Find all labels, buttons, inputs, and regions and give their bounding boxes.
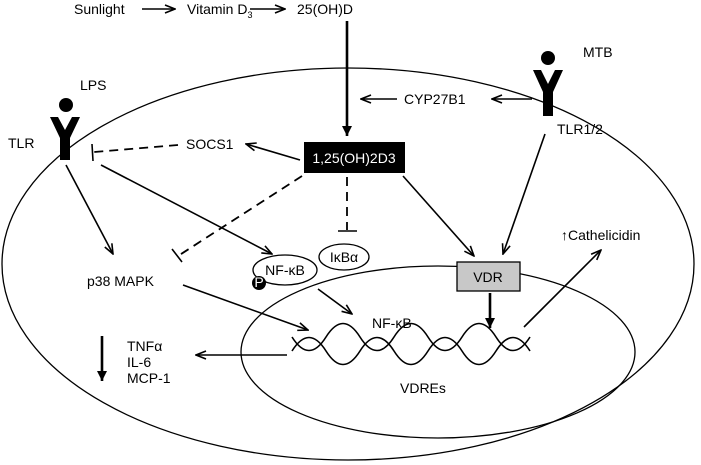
vdr-box [456, 261, 521, 292]
sunlight-label: Sunlight [74, 1, 125, 17]
nucleus [240, 265, 636, 439]
nfkb-complex-oval [252, 254, 318, 286]
tlr12-to-vdr-arrow [503, 133, 546, 254]
ikba-oval [318, 243, 370, 271]
socs1-label: SOCS1 [186, 136, 234, 152]
calcitriol-to-vdr-arrow [402, 175, 474, 256]
p38-inhibition-bar [171, 248, 183, 263]
vitamin-d3-label: Vitamin D3 [187, 1, 252, 20]
cyp27b1-label: CYP27B1 [404, 91, 466, 107]
tnfa-label: TNFα [127, 338, 162, 354]
calcitriol-box [304, 142, 405, 173]
tlr-to-nfkb-arrow [100, 164, 272, 254]
tlr12-label: TLR1/2 [557, 121, 603, 137]
calcitriol-label: 1,25(OH)2D3 [312, 150, 395, 166]
vdr-label: VDR [473, 269, 503, 285]
p38-mapk-label: p38 MAPK [87, 273, 155, 289]
phospho-label: P [254, 274, 263, 290]
calcitriol-inhibits-p38 [177, 175, 303, 257]
mcp1-label: MCP-1 [127, 370, 171, 386]
nfkb-complex-label: NF-κB [265, 262, 305, 278]
p38-to-dna-arrow [182, 284, 308, 330]
il6-label: IL-6 [127, 354, 151, 370]
vdres-label: VDREs [400, 380, 446, 396]
tlr-receptor-icon [50, 98, 80, 160]
socs1-inhibition-bar [91, 143, 94, 162]
tlr12-receptor-icon [533, 51, 563, 116]
tlr-label: TLR [8, 135, 34, 151]
dna-helix [291, 322, 531, 366]
ikba-label: IκBα [330, 249, 358, 265]
nfkb-nuclear-label: NF-κB [372, 315, 412, 331]
socs1-inhibits-tlr [93, 144, 179, 153]
tlr-to-p38-arrow [65, 164, 113, 254]
25ohd-label: 25(OH)D [297, 1, 353, 17]
phospho-icon [252, 276, 266, 290]
dna-to-cathelicidin-arrow [523, 250, 601, 328]
nfkb-translocation-arrow [317, 288, 352, 314]
lps-label: LPS [80, 77, 106, 93]
cathelicidin-label: ↑Cathelicidin [561, 227, 640, 243]
calcitriol-to-socs1-arrow [246, 144, 301, 161]
mtb-label: MTB [583, 44, 613, 60]
